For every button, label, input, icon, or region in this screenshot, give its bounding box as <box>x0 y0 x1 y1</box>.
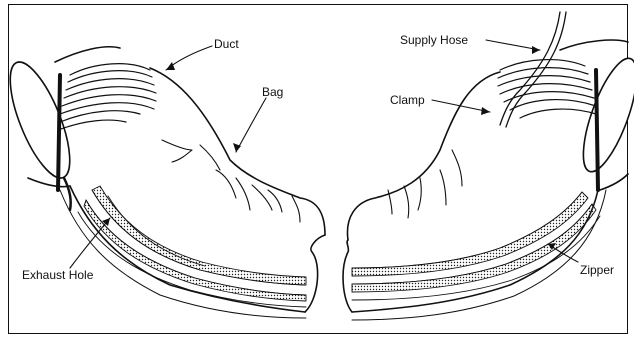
clamp-label: Clamp <box>390 94 425 106</box>
bag-leader <box>236 98 266 152</box>
zipper-label: Zipper <box>580 264 614 276</box>
right-bag-folds <box>388 150 462 218</box>
supply-hose-leader <box>486 40 540 50</box>
exhaust-hole-leader <box>70 218 110 268</box>
exhaust-hole-label: Exhaust Hole <box>22 269 93 281</box>
exhaust-hole <box>64 178 71 210</box>
supply-hose-label: Supply Hose <box>400 34 468 46</box>
left-bag-folds <box>162 140 300 222</box>
right-clamp <box>498 60 598 190</box>
left-clamp <box>58 64 156 190</box>
clamp-leader <box>432 100 490 112</box>
duct-label: Duct <box>214 38 239 50</box>
bag-label: Bag <box>262 86 283 98</box>
right-zipper <box>352 192 600 300</box>
